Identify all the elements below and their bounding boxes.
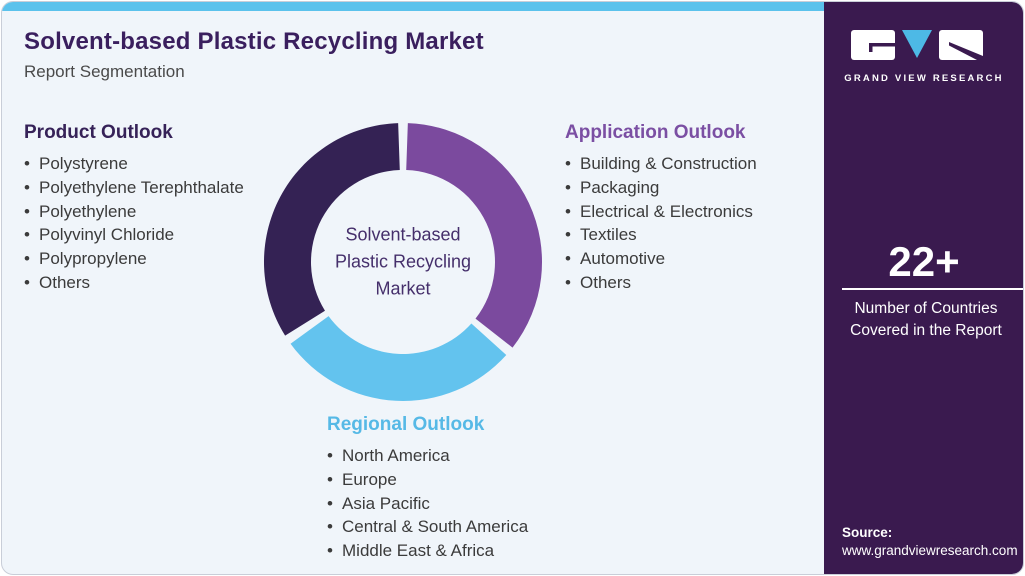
product-outlook-section: Product Outlook Polystyrene Polyethylene… bbox=[24, 122, 274, 295]
list-item: Others bbox=[565, 271, 805, 295]
source-url: www.grandviewresearch.com bbox=[842, 543, 1018, 558]
product-outlook-heading: Product Outlook bbox=[24, 122, 173, 143]
list-item: Building & Construction bbox=[565, 152, 805, 176]
gvr-logo-text: GRAND VIEW RESEARCH bbox=[844, 73, 1004, 84]
regional-outlook-section: Regional Outlook North America Europe As… bbox=[327, 414, 567, 563]
donut-center-label: Solvent-based Plastic Recycling Market bbox=[308, 222, 498, 303]
gvr-logo: GRAND VIEW RESEARCH bbox=[824, 28, 1023, 84]
donut-center-line: Solvent-based bbox=[345, 224, 461, 245]
countries-stat: 22+ Number of Countries Covered in the R… bbox=[824, 238, 1023, 342]
list-item: Asia Pacific bbox=[327, 492, 567, 516]
list-item: Electrical & Electronics bbox=[565, 200, 805, 224]
list-item: Polyvinyl Chloride bbox=[24, 223, 274, 247]
page-title: Solvent-based Plastic Recycling Market bbox=[24, 28, 484, 55]
stat-divider bbox=[842, 288, 1023, 290]
list-item: Automotive bbox=[565, 247, 805, 271]
list-item: North America bbox=[327, 444, 567, 468]
source-block: Source: www.grandviewresearch.com bbox=[842, 525, 1018, 558]
donut-segment-regional-outlook bbox=[290, 316, 507, 401]
donut-chart: Solvent-based Plastic Recycling Market bbox=[263, 122, 543, 402]
product-outlook-list: Polystyrene Polyethylene Terephthalate P… bbox=[24, 152, 274, 295]
sidebar: GRAND VIEW RESEARCH 22+ Number of Countr… bbox=[824, 2, 1023, 574]
list-item: Polypropylene bbox=[24, 247, 274, 271]
donut-chart-svg bbox=[264, 123, 542, 401]
regional-outlook-list: North America Europe Asia Pacific Centra… bbox=[327, 444, 567, 563]
page-subtitle: Report Segmentation bbox=[24, 62, 185, 81]
list-item: Middle East & Africa bbox=[327, 539, 567, 563]
list-item: Polyethylene Terephthalate bbox=[24, 176, 274, 200]
list-item: Textiles bbox=[565, 223, 805, 247]
top-accent-bar bbox=[2, 2, 824, 11]
application-outlook-section: Application Outlook Building & Construct… bbox=[565, 122, 805, 295]
donut-segment-product-outlook bbox=[264, 123, 400, 336]
list-item: Others bbox=[24, 271, 274, 295]
list-item: Polystyrene bbox=[24, 152, 274, 176]
donut-center-line: Plastic Recycling bbox=[334, 251, 472, 272]
donut-segment-application-outlook bbox=[406, 123, 542, 348]
application-outlook-list: Building & Construction Packaging Electr… bbox=[565, 152, 805, 295]
stat-caption-line: Number of Countries bbox=[854, 300, 998, 317]
list-item: Polyethylene bbox=[24, 200, 274, 224]
stat-value: 22+ bbox=[888, 238, 960, 285]
donut-center-line: Market bbox=[375, 278, 431, 299]
header: Solvent-based Plastic Recycling Market R… bbox=[24, 28, 484, 82]
source-label: Source: bbox=[842, 525, 893, 540]
list-item: Europe bbox=[327, 468, 567, 492]
list-item: Packaging bbox=[565, 176, 805, 200]
regional-outlook-heading: Regional Outlook bbox=[327, 414, 485, 435]
stat-caption-line: Covered in the Report bbox=[850, 322, 1002, 339]
gvr-logo-icon bbox=[851, 30, 983, 60]
list-item: Central & South America bbox=[327, 515, 567, 539]
application-outlook-heading: Application Outlook bbox=[565, 122, 746, 143]
